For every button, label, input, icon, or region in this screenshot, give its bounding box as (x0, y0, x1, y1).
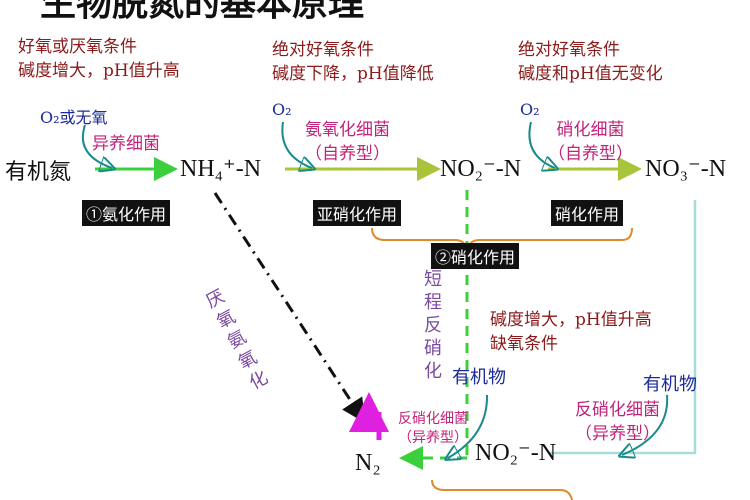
process-ammonification: ①氨化作用 (82, 200, 171, 226)
curve-o2-2 (281, 121, 312, 168)
brace-denitrification (431, 479, 573, 500)
label-organic-matter: 有机物 (643, 374, 697, 395)
condition-denitrification: 碱度增大，pH值升高缺氧条件 (490, 310, 652, 354)
process-nitrification: ②硝化作用 (431, 243, 520, 269)
process-nitritation: 亚硝化作用 (313, 200, 402, 226)
species-ammonium: NH₄⁺-N (180, 156, 262, 182)
condition-nitratation: 绝对好氧条件碱度和pH值无变化 (518, 40, 663, 84)
label-denitrifying-bacteria: 反硝化细菌（异养型） (575, 400, 660, 444)
label-short-denitrification: 短程反硝化 (424, 269, 442, 382)
label-heterotrophic-bacteria: 异养细菌 (92, 134, 160, 154)
label-organic-matter: 有机物 (452, 367, 506, 388)
arrow-anammox (213, 192, 366, 424)
process-nitratation: 硝化作用 (551, 200, 624, 226)
label-denitrifying-bacteria: 反硝化细菌（异养型） (398, 411, 468, 446)
label-o2-or-anoxic: O₂或无氧 (40, 108, 108, 127)
no3-return-line (550, 200, 697, 455)
label-nitrifying-bacteria: 硝化细菌（自养型） (548, 120, 633, 164)
condition-nitritation: 绝对好氧条件碱度下降，pH值降低 (272, 40, 434, 84)
curve-o2-3 (528, 121, 555, 168)
species-n2: N₂ (355, 450, 381, 476)
curve-organic-1 (448, 394, 489, 458)
species-organic-nitrogen: 有机氮 (5, 160, 72, 185)
curve-o2-1 (81, 124, 112, 168)
curve-organic-2 (622, 394, 669, 455)
species-nitrate: NO₃⁻-N (645, 156, 727, 182)
label-o2: O₂ (520, 100, 540, 119)
species-nitrite: NO₂⁻-N (440, 156, 522, 182)
condition-ammonification: 好氧或厌氧条件碱度增大，pH值升高 (18, 37, 180, 81)
label-o2: O₂ (272, 100, 292, 119)
page-title: 生物脱氮的基本原理 (40, 0, 365, 24)
species-nitrite: NO₂⁻-N (475, 440, 557, 466)
label-ammonia-oxidizing-bacteria: 氨氧化细菌（自养型） (305, 120, 390, 164)
